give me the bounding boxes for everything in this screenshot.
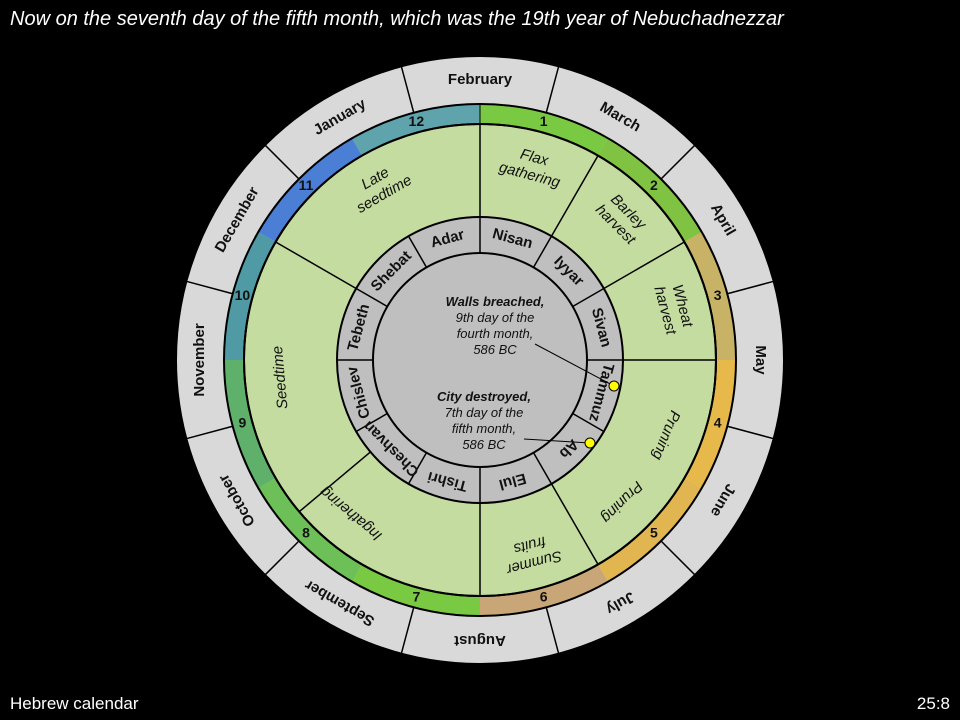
month-number-segment — [352, 564, 480, 616]
gregorian-month-label: May — [752, 345, 769, 375]
season-label: Seedtime — [269, 345, 291, 410]
slide-title: Now on the seventh day of the fifth mont… — [10, 8, 784, 30]
month-number-label: 11 — [299, 177, 314, 193]
event-detail: 586 BC — [473, 342, 517, 357]
month-number-segment — [352, 104, 480, 156]
month-number-segment — [480, 104, 608, 156]
slide-reference: 25:8 — [916, 694, 950, 713]
month-number-segment — [598, 478, 702, 582]
event-marker-icon — [584, 437, 596, 449]
event-leader-line — [534, 343, 615, 387]
month-number-label: 12 — [409, 113, 425, 129]
gregorian-month-label: August — [454, 632, 506, 649]
month-number-label: 1 — [540, 113, 548, 129]
event-title: Walls breached, — [446, 294, 545, 309]
event-detail: 586 BC — [462, 437, 506, 452]
event-marker-icon — [608, 380, 620, 392]
month-number-label: 2 — [650, 177, 658, 193]
month-number-segment — [480, 564, 608, 616]
month-number-label: 9 — [238, 414, 246, 430]
month-number-segment — [258, 138, 362, 242]
month-number-label: 3 — [714, 287, 722, 303]
month-number-segment — [224, 360, 276, 488]
month-number-segment — [258, 478, 362, 582]
season-label: Flax — [518, 146, 550, 170]
month-number-segment — [598, 138, 702, 242]
event-title: City destroyed, — [437, 389, 531, 404]
month-number-label: 5 — [650, 525, 658, 541]
month-number-segment — [684, 232, 736, 360]
month-number-label: 10 — [235, 287, 251, 303]
event-detail: fifth month, — [452, 421, 516, 436]
event-detail: 9th day of the — [456, 310, 535, 325]
month-number-label: 7 — [412, 588, 420, 604]
month-number-label: 6 — [540, 588, 548, 604]
month-number-segment — [224, 232, 276, 360]
gregorian-month-label: November — [191, 323, 208, 397]
month-number-label: 4 — [714, 414, 722, 430]
event-detail: fourth month, — [457, 326, 534, 341]
event-detail: 7th day of the — [445, 405, 524, 420]
hebrew-month-label: Elul — [497, 469, 528, 493]
event-leader-line — [523, 438, 591, 444]
gregorian-month-label: February — [448, 71, 513, 88]
footer-caption: Hebrew calendar — [10, 694, 139, 713]
month-number-segment — [684, 360, 736, 488]
month-number-label: 8 — [302, 525, 310, 541]
